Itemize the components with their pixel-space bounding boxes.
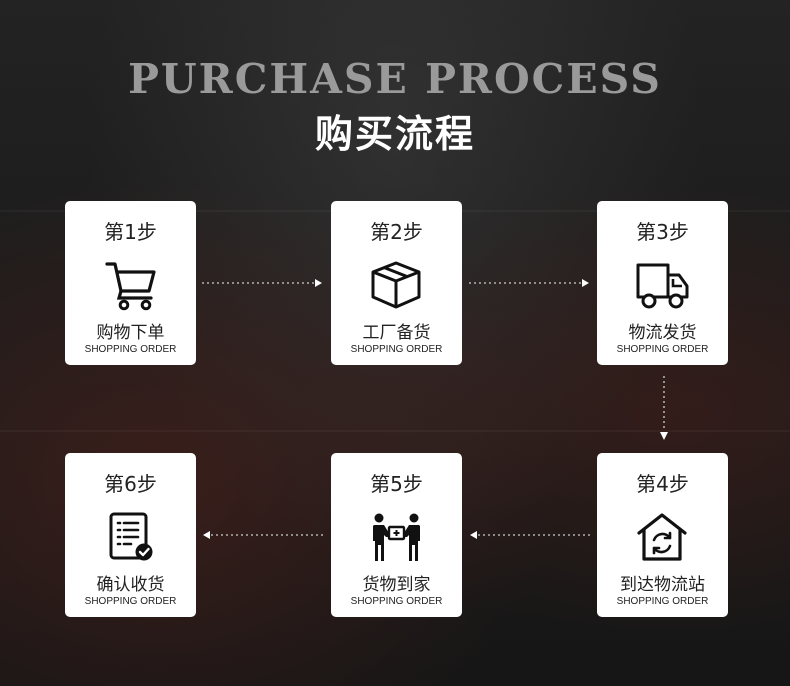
arrow-right [202, 279, 322, 287]
handover-icon [373, 513, 420, 561]
step-name: 物流发货 [628, 323, 697, 343]
step-name: 工厂备货 [362, 323, 431, 343]
step-card-2: 第2步 工厂备货 SHOPPING ORDER [331, 201, 462, 365]
warehouse-icon [637, 513, 687, 561]
page-title-chinese: 购买流程 [314, 111, 475, 156]
step-number: 第1步 [104, 220, 157, 244]
step-number: 第2步 [370, 220, 423, 244]
step-number: 第3步 [636, 220, 689, 244]
step-name: 购物下单 [96, 323, 165, 343]
arrow-left [203, 531, 323, 539]
step-card-3: 第3步 物流发货 SHOPPING ORDER [597, 201, 728, 365]
step-card-5: 第5步 货物到家 SHOPPING ORDER [331, 453, 462, 617]
step-name: 货物到家 [362, 575, 431, 595]
package-box-icon [371, 261, 421, 309]
step-number: 第4步 [636, 472, 689, 496]
step-subtitle: SHOPPING ORDER [616, 344, 709, 355]
background-stripe [0, 430, 790, 432]
checklist-icon [109, 512, 153, 561]
step-subtitle: SHOPPING ORDER [84, 344, 177, 355]
shopping-cart-icon [105, 262, 156, 311]
step-name: 到达物流站 [620, 575, 705, 595]
step-name: 确认收货 [96, 575, 165, 595]
step-subtitle: SHOPPING ORDER [350, 344, 443, 355]
step-number: 第6步 [104, 472, 157, 496]
step-subtitle: SHOPPING ORDER [84, 596, 177, 607]
step-card-4: 第4步 到达物流站 SHOPPING ORDER [597, 453, 728, 617]
arrow-left [470, 531, 590, 539]
step-subtitle: SHOPPING ORDER [350, 596, 443, 607]
arrow-down [660, 376, 668, 440]
step-number: 第5步 [370, 472, 423, 496]
delivery-truck-icon [636, 263, 689, 309]
step-card-1: 第1步 购物下单 SHOPPING ORDER [65, 201, 196, 365]
step-subtitle: SHOPPING ORDER [616, 596, 709, 607]
step-card-6: 第6步 确认收货 SHOPPING ORDER [65, 453, 196, 617]
page-title-english: PURCHASE PROCESS [128, 55, 662, 103]
arrow-right [469, 279, 589, 287]
